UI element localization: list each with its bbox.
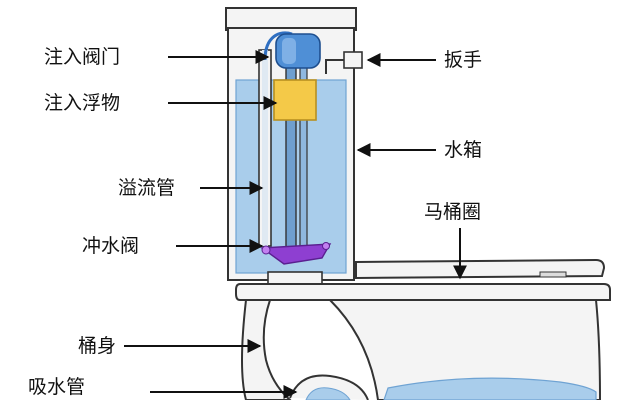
flush-valve xyxy=(260,243,332,265)
handle-body xyxy=(343,51,363,69)
fill-float xyxy=(273,79,317,121)
seat-ring-bumper xyxy=(539,271,567,278)
label-overflow-tube: 溢流管 xyxy=(118,177,176,199)
bowl-body-right xyxy=(327,299,602,400)
label-fill-valve: 注入阀门 xyxy=(44,46,121,68)
label-suction-pipe: 吸水管 xyxy=(28,376,86,398)
label-handle: 扳手 xyxy=(444,49,483,71)
handle-lever xyxy=(325,59,344,74)
bowl-rim xyxy=(235,283,611,301)
bowl-body-left xyxy=(241,299,292,400)
seat-ring xyxy=(355,258,606,280)
fill-valve-highlight xyxy=(282,38,296,64)
tank-lid xyxy=(225,7,357,31)
overflow-tube-inner xyxy=(262,50,268,246)
suction-pipe-water xyxy=(305,387,351,400)
label-fill-float: 注入浮物 xyxy=(44,92,121,114)
label-seat-ring: 马桶圈 xyxy=(424,201,482,223)
bowl-water xyxy=(383,377,597,400)
label-toilet-body: 桶身 xyxy=(78,335,117,357)
flush-valve-hinge xyxy=(261,245,271,255)
flush-valve-chain-ring xyxy=(322,242,330,250)
label-tank: 水箱 xyxy=(444,139,483,161)
label-flush-valve: 冲水阀 xyxy=(82,235,140,257)
